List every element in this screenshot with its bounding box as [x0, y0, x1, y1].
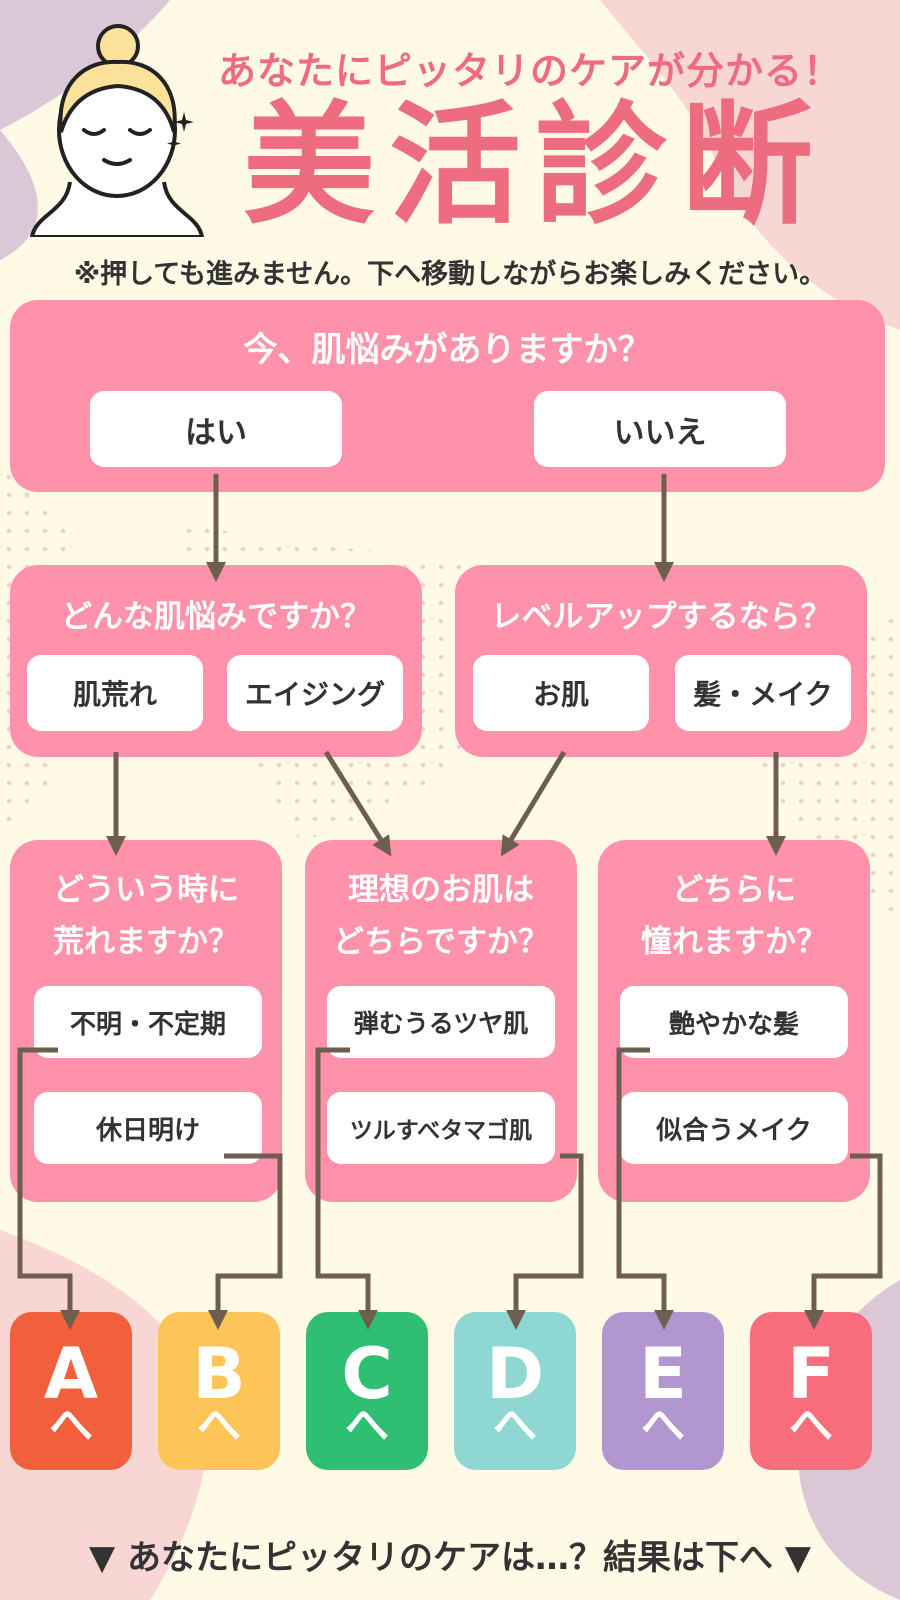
- result-c-chevron: へ: [345, 1400, 389, 1451]
- question-2-right-box: レベルアップするなら？ お肌 髪・メイク: [455, 565, 867, 757]
- result-a-letter: A: [43, 1333, 99, 1415]
- result-e-letter: E: [639, 1333, 687, 1415]
- question-1-box: 今、肌悩みがありますか？ はい いいえ: [10, 300, 885, 492]
- result-f-letter: F: [787, 1333, 835, 1415]
- result-f-chevron: へ: [789, 1400, 833, 1451]
- footer-text: ▼ あなたにピッタリのケアは…？結果は下へ ▼: [89, 1538, 811, 1578]
- result-d-letter: D: [485, 1333, 545, 1415]
- answer-yes-button[interactable]: はい: [90, 391, 342, 467]
- result-c-badge[interactable]: C へ: [306, 1312, 428, 1470]
- page-title: 美活診断: [243, 89, 827, 243]
- option-aging-button[interactable]: エイジング: [227, 655, 403, 731]
- result-b-badge[interactable]: B へ: [158, 1312, 280, 1470]
- header-subtitle: あなたにピッタリのケアが分かる！: [217, 49, 842, 93]
- option-irregular-button[interactable]: 不明・不定期: [34, 986, 262, 1058]
- question-2-left-text: どんな肌悩みですか？: [61, 599, 371, 635]
- option-skin-button[interactable]: お肌: [473, 655, 649, 731]
- result-d-chevron: へ: [493, 1400, 537, 1451]
- question-2-right-text: レベルアップするなら？: [490, 599, 832, 635]
- question-3-c-box: どちらに 憧れますか？ 艶やかな髪 似合うメイク: [598, 840, 870, 1202]
- question-1-text: 今、肌悩みがありますか？: [243, 330, 652, 370]
- notice-text: ※押しても進みません。下へ移動しながらお楽しみください。: [73, 259, 827, 290]
- result-b-letter: B: [192, 1333, 246, 1415]
- result-b-chevron: へ: [197, 1400, 241, 1451]
- question-3-a-line2: 荒れますか？: [53, 924, 239, 960]
- option-shiny-hair-button[interactable]: 艶やかな髪: [620, 986, 848, 1058]
- sparkle-icon: [167, 112, 194, 151]
- option-skin-trouble-button[interactable]: 肌荒れ: [27, 655, 203, 731]
- result-f-badge[interactable]: F へ: [750, 1312, 872, 1470]
- answer-no-button[interactable]: いいえ: [534, 391, 786, 467]
- question-3-c-line2: 憧れますか？: [641, 924, 827, 960]
- result-e-badge[interactable]: E へ: [602, 1312, 724, 1470]
- question-3-b-line2: どちらですか？: [332, 924, 550, 960]
- option-suitable-makeup-button[interactable]: 似合うメイク: [620, 1092, 848, 1164]
- question-3-b-box: 理想のお肌は どちらですか？ 弾むうるツヤ肌 ツルすべタマゴ肌: [305, 840, 577, 1202]
- question-3-c-line1: どちらに: [672, 872, 796, 908]
- result-c-letter: C: [341, 1333, 393, 1415]
- option-glossy-skin-button[interactable]: 弾むうるツヤ肌: [327, 986, 555, 1058]
- option-hair-makeup-button[interactable]: 髪・メイク: [675, 655, 851, 731]
- option-after-holiday-button[interactable]: 休日明け: [34, 1092, 262, 1164]
- result-d-badge[interactable]: D へ: [454, 1312, 576, 1470]
- result-a-chevron: へ: [49, 1400, 93, 1451]
- result-e-chevron: へ: [641, 1400, 685, 1451]
- option-smooth-skin-button[interactable]: ツルすべタマゴ肌: [327, 1092, 555, 1164]
- question-3-a-line1: どういう時に: [53, 872, 239, 908]
- question-3-a-box: どういう時に 荒れますか？ 不明・不定期 休日明け: [10, 840, 282, 1202]
- question-3-b-line1: 理想のお肌は: [348, 872, 534, 908]
- question-2-left-box: どんな肌悩みですか？ 肌荒れ エイジング: [10, 565, 422, 757]
- woman-face-illustration: [29, 24, 205, 237]
- result-a-badge[interactable]: A へ: [10, 1312, 132, 1470]
